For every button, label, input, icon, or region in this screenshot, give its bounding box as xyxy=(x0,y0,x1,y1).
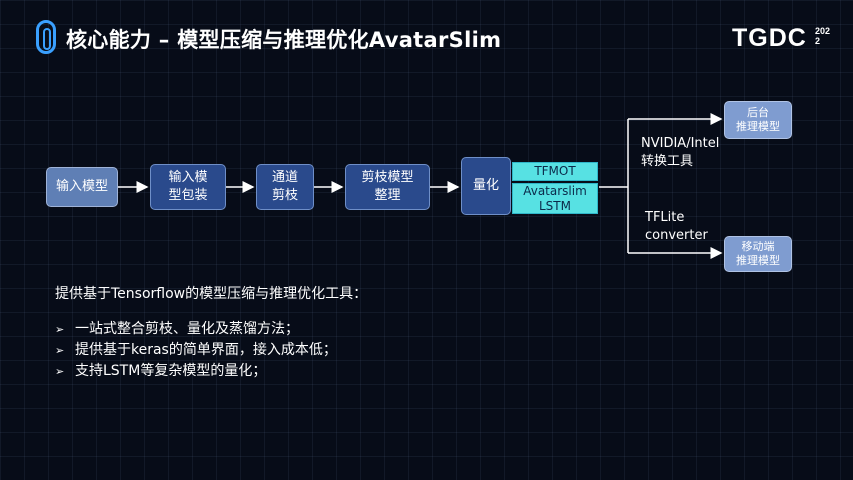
list-item: ➢ 一站式整合剪枝、量化及蒸馏方法； xyxy=(55,319,337,340)
bullet-arrow-icon: ➢ xyxy=(55,365,65,378)
list-item: ➢ 提供基于keras的简单界面，接入成本低； xyxy=(55,340,337,361)
node-model-wrap: 输入模 型包装 xyxy=(150,164,226,210)
node-quantize: 量化 xyxy=(461,157,511,215)
brand-year: 2022 xyxy=(815,26,831,46)
node-prune-organize: 剪枝模型 整理 xyxy=(345,164,430,210)
list-item-text: 一站式整合剪枝、量化及蒸馏方法； xyxy=(75,321,299,337)
gpu-converter-label: NVIDIA/Intel 转换工具 xyxy=(641,136,720,169)
tfmot-tag: TFMOT xyxy=(512,162,598,181)
node-mobile-inference-model: 移动端 推理模型 xyxy=(724,236,792,272)
list-item-text: 提供基于keras的简单界面，接入成本低； xyxy=(75,342,337,358)
list-item-text: 支持LSTM等复杂模型的量化； xyxy=(75,363,267,379)
bullet-arrow-icon: ➢ xyxy=(55,323,65,336)
page-title: 核心能力 – 模型压缩与推理优化AvatarSlim xyxy=(66,28,502,52)
node-channel-prune: 通道 剪枝 xyxy=(256,164,314,210)
node-input-model: 输入模型 xyxy=(46,167,118,207)
avatarslim-lstm-tag: Avatarslim LSTM xyxy=(512,183,598,214)
feature-list: ➢ 一站式整合剪枝、量化及蒸馏方法； ➢ 提供基于keras的简单界面，接入成本低；… xyxy=(55,319,337,382)
list-item: ➢ 支持LSTM等复杂模型的量化； xyxy=(55,361,337,382)
node-server-inference-model: 后台 推理模型 xyxy=(724,101,792,139)
tflite-converter-label: TFLite converter xyxy=(645,210,708,243)
bullet-arrow-icon: ➢ xyxy=(55,344,65,357)
logo-icon xyxy=(36,20,56,54)
brand-logo: TGDC xyxy=(732,24,807,52)
description-text: 提供基于Tensorflow的模型压缩与推理优化工具： xyxy=(55,286,368,302)
